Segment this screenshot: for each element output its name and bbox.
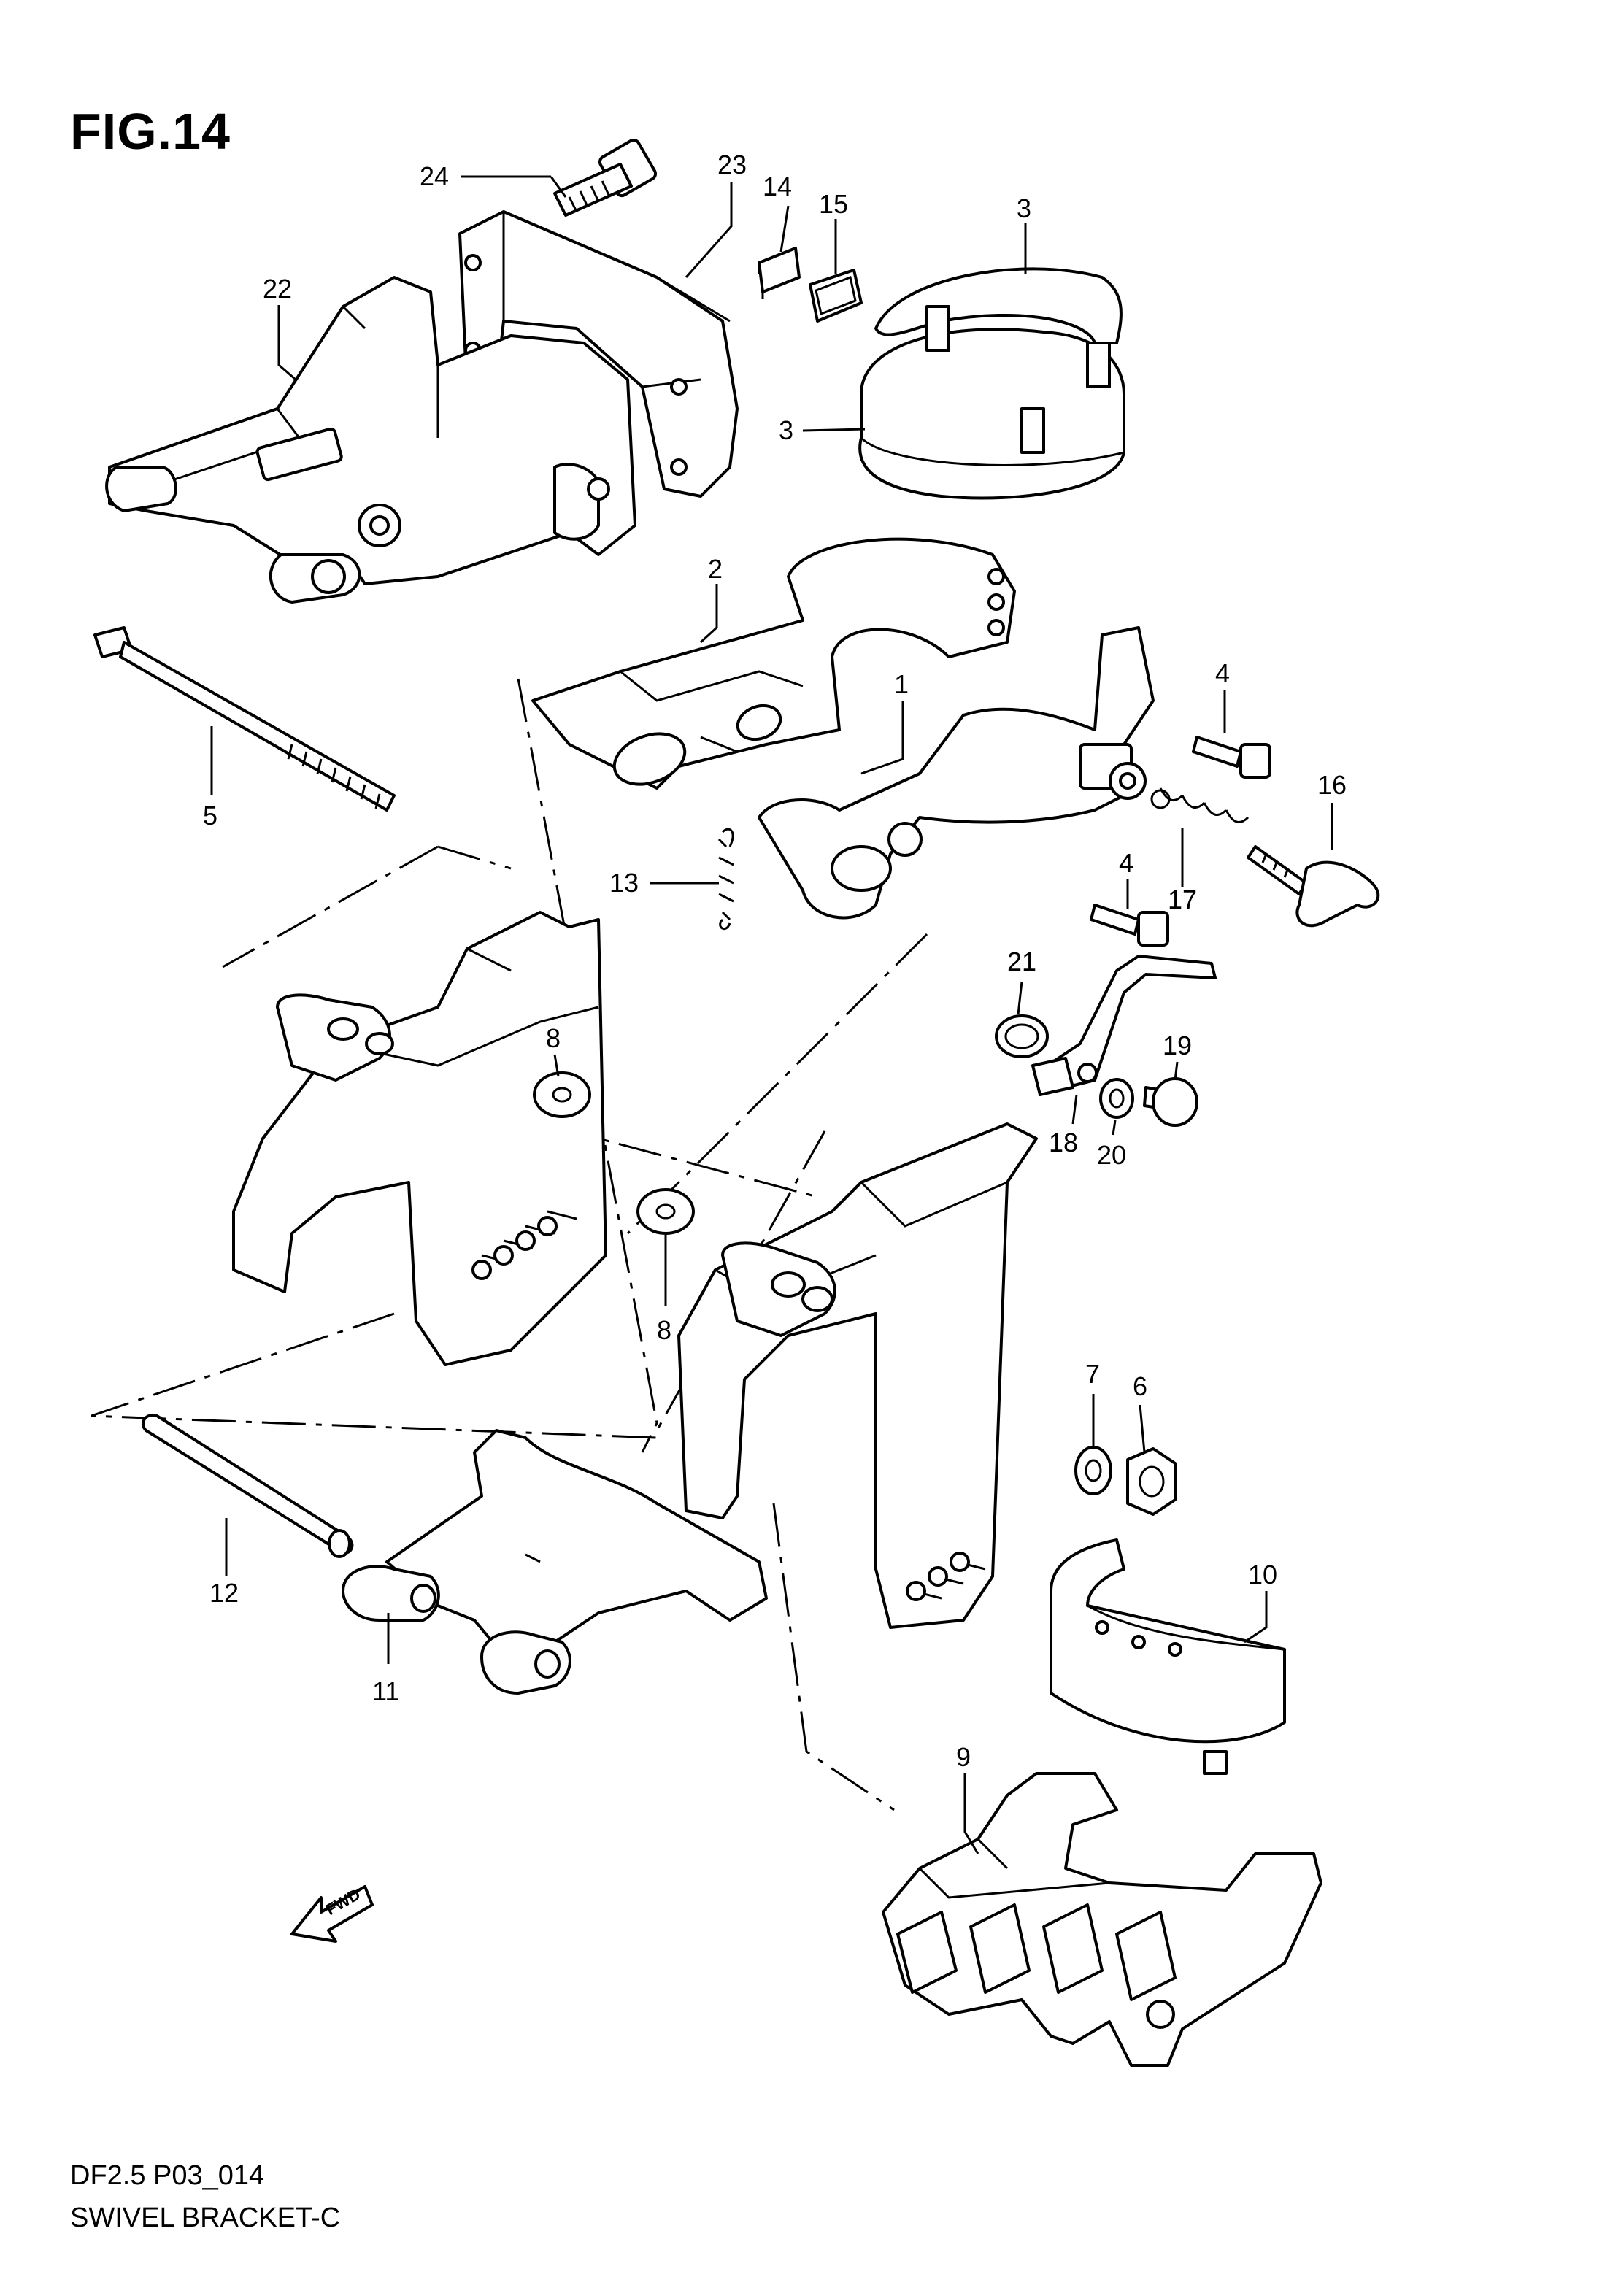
callout-13: 13	[609, 868, 639, 898]
part-7-washer	[1074, 1446, 1112, 1495]
left-clamp-bracket	[232, 911, 607, 1366]
part-15-pad	[809, 269, 863, 323]
part-6-nut	[1126, 1447, 1177, 1516]
callout-17: 17	[1168, 885, 1197, 914]
figure-title: FIG.14	[70, 103, 231, 160]
callout-21: 21	[1007, 947, 1036, 976]
part-1-steering-bracket	[758, 626, 1155, 920]
callout-8-upper: 8	[546, 1023, 561, 1053]
callout-numbers: 24 23 14 15 3 3 22 2 1 4 16 5 13 4 17 21…	[203, 150, 1347, 1772]
callout-1: 1	[894, 669, 909, 699]
callout-3-lower: 3	[779, 415, 793, 445]
callout-5: 5	[203, 801, 217, 831]
part-17-spring	[1150, 787, 1250, 824]
callout-23: 23	[717, 150, 747, 180]
callout-18: 18	[1049, 1128, 1078, 1157]
callout-22: 22	[263, 274, 292, 304]
part-18-lever	[1031, 955, 1217, 1096]
diagram-name: SWIVEL BRACKET-C	[70, 2203, 341, 2233]
diagram-code: DF2.5 P03_014	[70, 2160, 265, 2191]
callout-7: 7	[1085, 1359, 1100, 1389]
part-9-lower-bracket	[882, 1772, 1322, 2067]
leader-lines	[210, 175, 1333, 1854]
callout-19: 19	[1163, 1030, 1192, 1060]
part-4-bolt-upper	[1192, 736, 1271, 779]
part-14-pad	[758, 247, 801, 299]
callout-6: 6	[1133, 1371, 1147, 1401]
callout-8-lower: 8	[657, 1315, 671, 1345]
right-clamp-bracket	[677, 1122, 1038, 1629]
callout-12: 12	[209, 1578, 239, 1608]
part-3-bushings	[858, 267, 1125, 500]
callout-11: 11	[372, 1676, 399, 1706]
part-22-upper-swivel-housing	[105, 276, 636, 604]
callout-2: 2	[708, 554, 723, 584]
part-2-swivel-arm	[531, 537, 1016, 790]
part-12-pin	[142, 1414, 354, 1558]
part-8-washer-a	[533, 1071, 591, 1118]
callout-24: 24	[420, 161, 449, 191]
callout-4-upper: 4	[1215, 658, 1230, 688]
part-21-ring	[995, 1014, 1049, 1058]
callout-15: 15	[819, 189, 848, 219]
callout-3-upper: 3	[1017, 193, 1031, 223]
part-16-thumb-screw	[1247, 845, 1380, 928]
part-11-lower-clamp	[342, 1429, 768, 1695]
part-8-washer-b	[636, 1188, 695, 1235]
part-20-washer	[1099, 1078, 1134, 1119]
part-10-liner	[1050, 1538, 1286, 1775]
part-24-bolt	[553, 138, 658, 217]
callout-9: 9	[956, 1742, 971, 1772]
callout-20: 20	[1097, 1140, 1126, 1170]
part-4-bolt-lower	[1090, 904, 1169, 947]
callout-10: 10	[1248, 1560, 1277, 1590]
callout-4-lower: 4	[1119, 848, 1133, 878]
part-19-bolt	[1143, 1077, 1198, 1127]
callout-16: 16	[1317, 770, 1347, 800]
part-5-long-bolt	[93, 626, 396, 812]
callout-14: 14	[763, 172, 792, 201]
fwd-arrow-icon: FWD	[290, 1885, 374, 1943]
part-13-spring	[717, 828, 734, 931]
